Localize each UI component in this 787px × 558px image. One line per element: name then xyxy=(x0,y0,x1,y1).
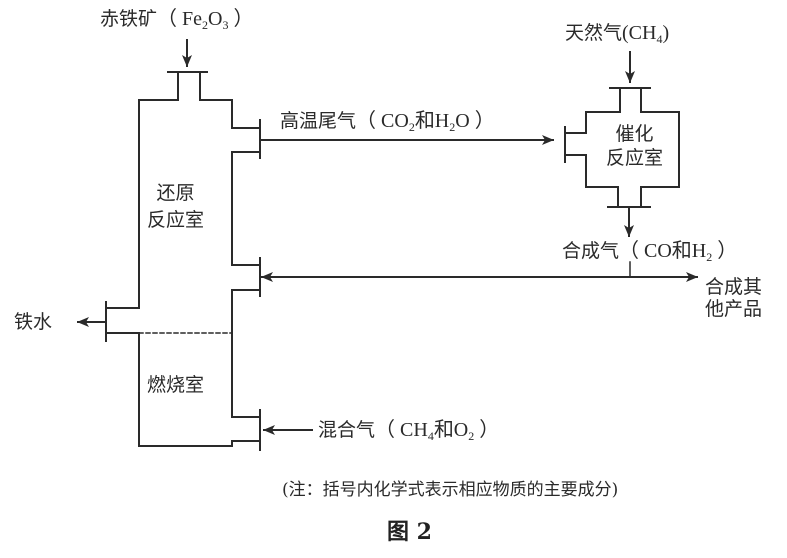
catalytic-left-upper-wall xyxy=(564,87,621,134)
furnace-lower-wall xyxy=(105,332,261,447)
reduction-line1: 还原 xyxy=(156,182,195,204)
formula-subscript: 3 xyxy=(222,18,229,32)
formula-subscript: 2 xyxy=(468,429,475,443)
hematite-name: 赤铁矿 xyxy=(100,8,158,30)
formula-part: O xyxy=(208,8,223,30)
exhaust-name: 高温尾气 xyxy=(280,110,357,132)
catalytic-left-lower-wall xyxy=(564,154,619,208)
mixed-gas-name: 混合气 xyxy=(318,419,376,441)
other-products-label: 合成其 他产品 xyxy=(705,276,762,320)
formula-part: O ） xyxy=(455,110,495,132)
natural-gas-label: 天然气(CH4) xyxy=(565,22,670,46)
reduction-chamber-label: 还原 反应室 xyxy=(147,180,204,234)
formula-part: ） xyxy=(712,240,738,262)
natural-gas-name: 天然气 xyxy=(565,22,623,44)
formula-subscript: 4 xyxy=(656,32,663,46)
formula-part: ） xyxy=(474,419,500,441)
formula-part: 和H xyxy=(414,110,450,132)
catalytic-chamber-label: 催化 反应室 xyxy=(606,122,663,170)
syngas-label: 合成气（ CO和H2 ） xyxy=(562,240,738,264)
furnace-right-mid-wall xyxy=(231,151,261,266)
formula-part: （ CO和H xyxy=(619,240,707,262)
formula-part: （ CH xyxy=(375,419,428,441)
catalytic-line2: 反应室 xyxy=(606,147,664,169)
formula-part: （ Fe xyxy=(157,8,203,30)
formula-part: （ CO xyxy=(356,110,409,132)
other-products-line2: 他产品 xyxy=(705,298,763,320)
formula-subscript: 2 xyxy=(408,120,415,134)
formula-part: 和O xyxy=(433,419,469,441)
combustion-chamber-label: 燃烧室 xyxy=(147,374,205,396)
hematite-label: 赤铁矿（ Fe2O3 ） xyxy=(100,8,254,32)
reduction-line2: 反应室 xyxy=(147,209,205,231)
furnace-outline xyxy=(105,71,261,451)
formula-part: ） xyxy=(228,8,254,30)
catalytic-right-wall xyxy=(640,87,680,208)
furnace-left-upper-wall xyxy=(105,71,179,309)
other-products-line1: 合成其 xyxy=(705,276,763,298)
figure-note: (注：括号内化学式表示相应物质的主要成分) xyxy=(282,480,619,500)
formula-subscript: 2 xyxy=(706,250,713,264)
catalytic-line1: 催化 xyxy=(615,123,654,145)
molten-iron-label: 铁水 xyxy=(14,311,53,333)
syngas-name: 合成气 xyxy=(562,240,620,262)
formula-part: ) xyxy=(662,22,670,44)
formula-subscript: 2 xyxy=(202,18,209,32)
furnace-right-upper-wall xyxy=(199,71,261,129)
mixed-gas-label: 混合气（ CH4和O2 ） xyxy=(318,419,500,443)
figure-title: 图 2 xyxy=(387,519,432,545)
formula-subscript: 2 xyxy=(449,120,456,134)
furnace-right-lower-wall xyxy=(231,289,261,418)
formula-part: (CH xyxy=(622,22,657,44)
formula-subscript: 4 xyxy=(427,429,434,443)
exhaust-label: 高温尾气（ CO2和H2O ） xyxy=(280,110,495,134)
